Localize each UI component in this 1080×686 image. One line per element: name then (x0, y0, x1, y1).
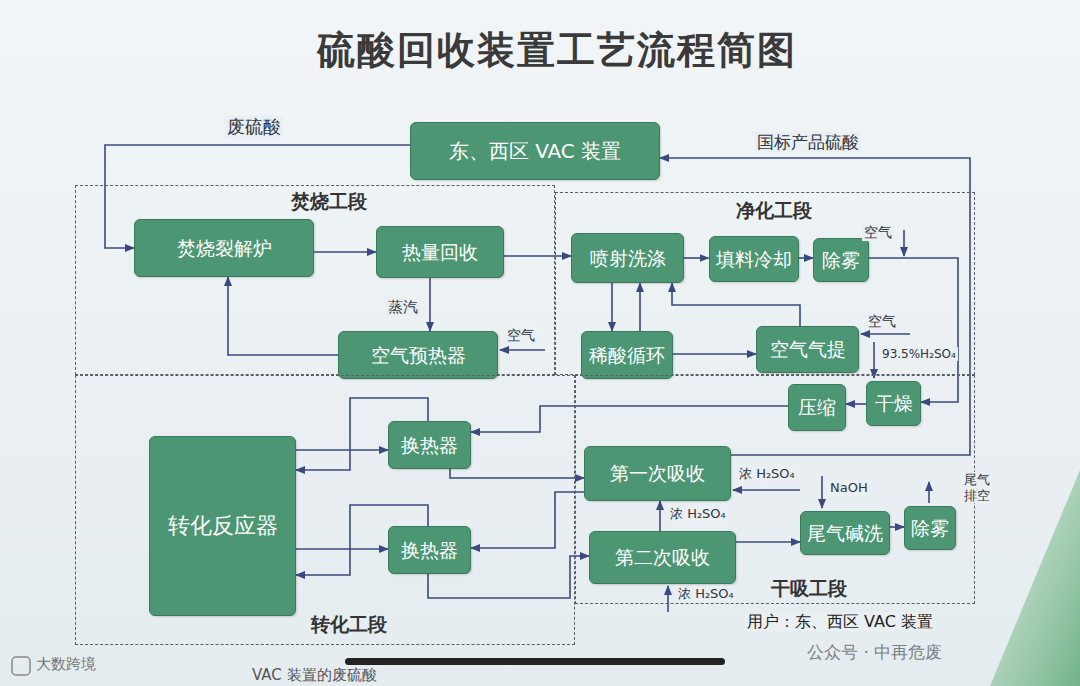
box-label: 第二次吸收 (615, 546, 710, 569)
box-label: 空气气提 (770, 338, 846, 361)
box-label: 稀酸循环 (589, 344, 665, 367)
flow-arrow (736, 541, 800, 543)
flow-arrow (450, 469, 584, 478)
green-corner (990, 470, 1080, 686)
flow-arrow (471, 406, 788, 432)
annotation: 空气 (866, 313, 898, 330)
diagram-title: 硫酸回收装置工艺流程简图 (120, 28, 994, 74)
annotation: 尾气排空 (962, 472, 992, 503)
flow-arrow (890, 526, 904, 528)
process-box: 第一次吸收 (584, 446, 731, 501)
user-note: 用户：东、西区 VAC 装置 (745, 612, 935, 631)
box-label: 除雾 (822, 249, 860, 272)
watermark: 大数跨境 (34, 655, 98, 673)
box-label: 换热器 (401, 539, 458, 562)
flow-arrow (429, 278, 431, 331)
process-box: 喷射洗涤 (571, 233, 684, 283)
flow-arrow (296, 449, 388, 451)
process-box: 除雾 (813, 238, 869, 282)
vent-arrow (928, 482, 930, 503)
section-region: 干吸工段 干燥 压缩第一次吸收第二次吸收 尾气碱洗 除雾 (575, 375, 975, 604)
process-box: 尾气碱洗 (800, 511, 890, 555)
process-box: 除雾 (904, 506, 956, 550)
process-box: 稀酸循环 (581, 331, 673, 379)
watermark-icon (12, 657, 30, 675)
watermark: 公众号 · 中再危废 (805, 642, 944, 662)
section-region: 焚烧工段焚烧裂解炉 热量回收空气预热器 (75, 185, 555, 375)
flow-arrow (799, 257, 814, 259)
process-box: 热量回收 (376, 226, 504, 278)
process-box: 空气预热器 (338, 331, 498, 379)
process-box: 焚烧裂解炉 (134, 219, 314, 277)
flow-arrow (504, 255, 571, 257)
edge-label: 国标产品硫酸 (755, 132, 861, 152)
flow-arrow (228, 277, 338, 355)
box-label: 焚烧裂解炉 (177, 237, 272, 260)
air-inlet-arrow (903, 230, 905, 256)
flow-arrow (684, 257, 709, 259)
acid-inlet-arrow (667, 586, 669, 612)
process-box: 换热器 (388, 421, 471, 469)
box-label: 喷射洗涤 (590, 247, 666, 270)
process-box: 压缩 (788, 384, 846, 431)
flow-arrow (639, 283, 641, 331)
annotation: NaOH (828, 480, 870, 496)
process-box: 第二次吸收 (589, 531, 736, 584)
flow-arrow (296, 548, 388, 550)
phone-bar (345, 658, 725, 665)
box-label: 空气预热器 (371, 344, 466, 367)
flow-arrow (672, 283, 800, 326)
process-box: 换热器 (388, 526, 471, 574)
annotation: 浓 H₂SO₄ (676, 586, 736, 602)
box-label: 填料冷却 (716, 248, 792, 271)
box-label: 转化反应器 (168, 513, 278, 539)
process-box: 干燥 (866, 381, 921, 426)
annotation: 浓 H₂SO₄ (737, 466, 797, 482)
flow-arrow (673, 353, 756, 355)
section-title: 焚烧工段 (291, 190, 367, 213)
box-label: 尾气碱洗 (807, 522, 883, 545)
flow-arrow (659, 501, 661, 531)
flow-arrow (611, 283, 613, 331)
process-box: 转化反应器 (149, 436, 296, 616)
flow-arrow (314, 251, 376, 253)
process-box: 空气气提 (756, 326, 859, 373)
process-box: 东、西区 VAC 装置 (410, 122, 660, 180)
flow-arrow (846, 403, 866, 405)
edge-label: 浓 H₂SO₄ (668, 506, 728, 522)
flow-arrow (660, 158, 970, 455)
box-label: 第一次吸收 (610, 462, 705, 485)
acid-inlet-arrow (733, 489, 800, 491)
flow-arrow (471, 492, 584, 548)
annotation: 空气 (505, 327, 537, 344)
edge-label: 蒸汽 (386, 298, 420, 316)
naoh-inlet-arrow (821, 476, 823, 508)
box-label: 压缩 (798, 396, 836, 419)
edge-label: 废硫酸 (225, 116, 283, 138)
box-label: 东、西区 VAC 装置 (449, 139, 621, 163)
section-title: 干吸工段 (771, 577, 847, 600)
box-label: 除雾 (911, 517, 949, 540)
annotation: 空气 (862, 224, 894, 241)
section-region: 转化工段转化反应器换热器换热器 (75, 375, 575, 645)
acid-inlet-arrow (873, 342, 875, 378)
process-box: 填料冷却 (709, 236, 799, 282)
cut-text: VAC 装置的废硫酸 (250, 666, 379, 684)
box-label: 干燥 (875, 392, 913, 415)
section-title: 净化工段 (736, 199, 812, 222)
box-label: 热量回收 (402, 241, 478, 264)
box-label: 换热器 (401, 434, 458, 457)
air-inlet-arrow (500, 349, 545, 351)
annotation: 93.5%H₂SO₄ (880, 347, 958, 361)
section-title: 转化工段 (311, 613, 387, 636)
air-inlet-arrow (861, 333, 910, 335)
